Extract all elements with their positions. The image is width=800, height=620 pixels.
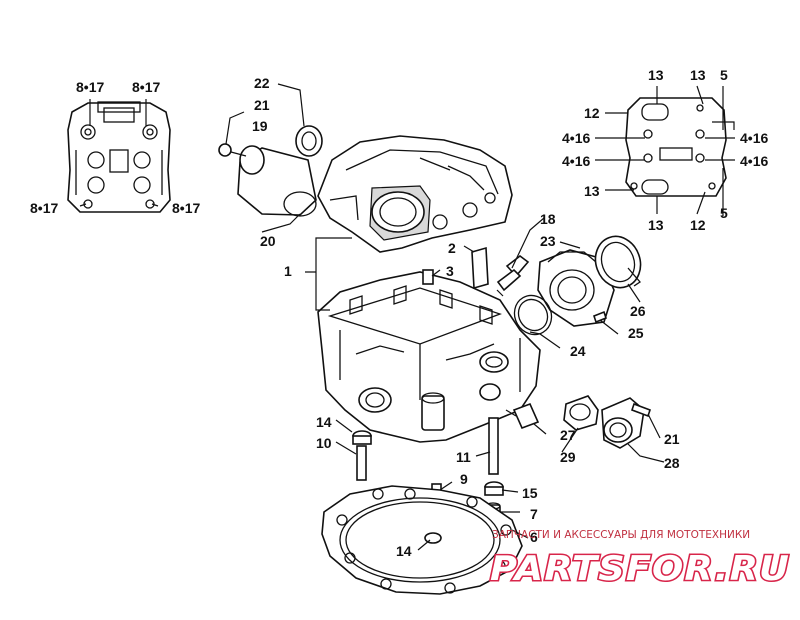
label-part-1: 1	[284, 263, 292, 279]
label-part-3: 3	[446, 263, 454, 279]
cover-detail-right	[595, 85, 735, 216]
label-part-25: 25	[628, 325, 644, 341]
label-tr-4-16-c: 4•16	[562, 153, 590, 169]
label-part-20: 20	[260, 233, 276, 249]
label-part-27: 27	[560, 427, 576, 443]
label-part-19: 19	[252, 118, 268, 134]
label-tr-4-16-b: 4•16	[740, 130, 768, 146]
cylinder-head	[317, 269, 541, 443]
label-part-22: 22	[254, 75, 270, 91]
label-part-11: 11	[456, 449, 471, 465]
bracket-part-1	[305, 237, 352, 311]
label-tr-12-a: 12	[584, 105, 600, 121]
label-tl-8-17-b: 8•17	[132, 79, 160, 95]
cover-detail-left	[67, 99, 171, 213]
leader-lines	[225, 83, 665, 551]
label-tr-13-a: 13	[648, 67, 664, 83]
watermark: ЗАПЧАСТИ И АКСЕССУАРЫ ДЛЯ МОТОТЕХНИКИ PA…	[489, 529, 791, 591]
label-part-6: 6	[530, 529, 538, 545]
label-tr-13-c: 13	[584, 183, 600, 199]
label-part-15: 15	[522, 485, 538, 501]
label-tr-5-b: 5	[720, 205, 728, 221]
label-tr-13-d: 13	[648, 217, 664, 233]
label-part-26: 26	[630, 303, 646, 319]
label-tr-5-a: 5	[720, 67, 728, 83]
label-part-21b: 21	[664, 431, 680, 447]
label-tl-8-17-a: 8•17	[76, 79, 104, 95]
label-part-21a: 21	[254, 97, 270, 113]
callout-labels: 8•17 8•17 8•17 8•17 13 13 5 12 4•16 4•16…	[30, 67, 768, 559]
label-tl-8-17-d: 8•17	[172, 200, 200, 216]
label-part-10: 10	[316, 435, 332, 451]
small-parts-top	[471, 246, 530, 297]
valve-cover	[317, 135, 513, 253]
label-part-28: 28	[664, 455, 680, 471]
label-part-14b: 14	[396, 543, 412, 559]
watermark-logo: PARTSFOR.RU	[490, 549, 790, 589]
label-tr-12-b: 12	[690, 217, 706, 233]
label-tr-4-16-a: 4•16	[562, 130, 590, 146]
watermark-tagline: ЗАПЧАСТИ И АКСЕССУАРЫ ДЛЯ МОТОТЕХНИКИ	[492, 529, 750, 541]
label-part-9: 9	[460, 471, 468, 487]
label-part-7: 7	[530, 506, 538, 522]
label-tr-13-b: 13	[690, 67, 706, 83]
label-part-2: 2	[448, 240, 456, 256]
label-tl-8-17-c: 8•17	[30, 200, 58, 216]
label-part-14a: 14	[316, 414, 332, 430]
label-part-24: 24	[570, 343, 586, 359]
thermostat-assembly	[505, 395, 652, 449]
label-tr-4-16-d: 4•16	[740, 153, 768, 169]
label-part-23: 23	[540, 233, 556, 249]
breather-assembly	[218, 125, 323, 217]
label-part-18: 18	[540, 211, 556, 227]
head-gasket	[321, 485, 523, 595]
label-part-29: 29	[560, 449, 576, 465]
intake-assembly	[513, 235, 642, 336]
